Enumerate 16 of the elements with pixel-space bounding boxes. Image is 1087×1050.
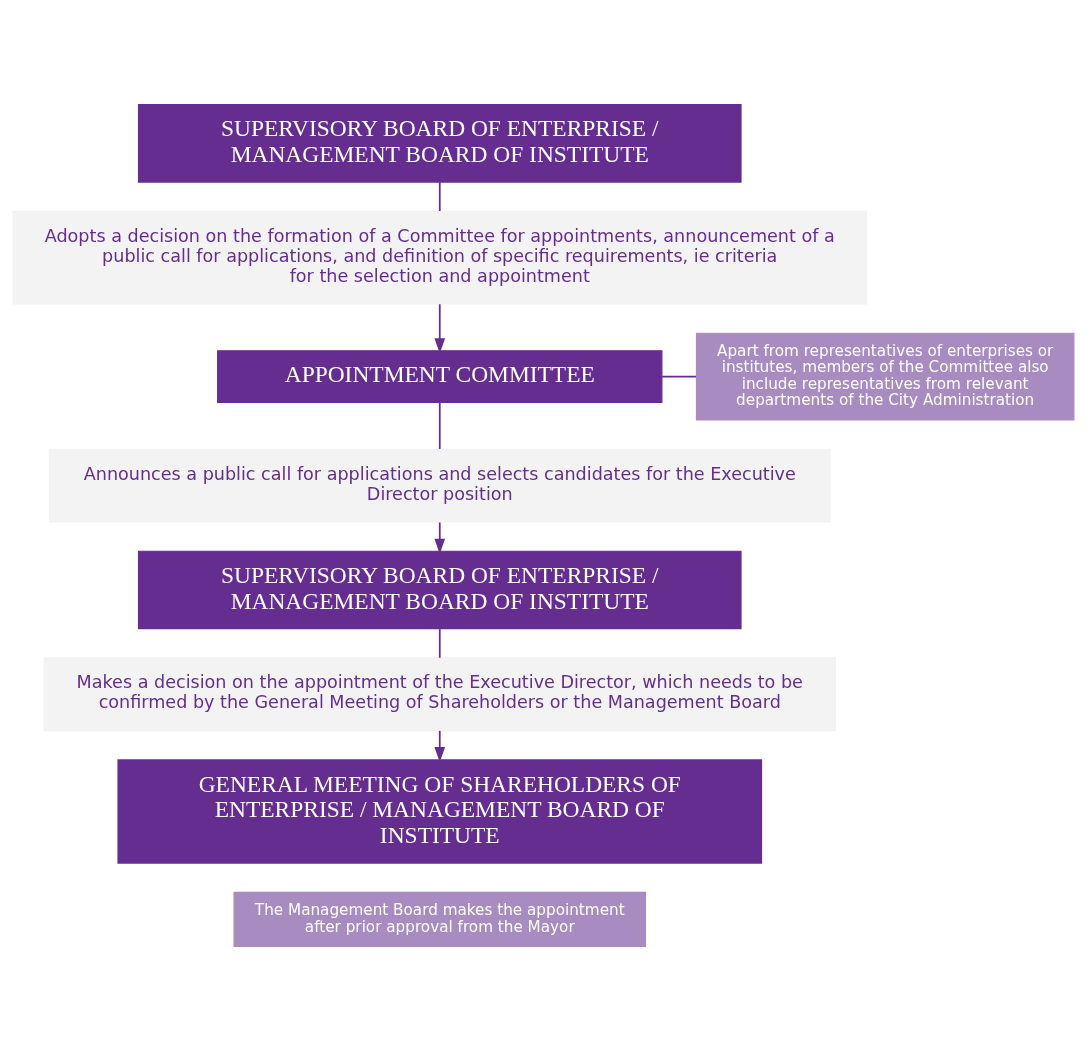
node-box: GENERAL MEETING OF SHAREHOLDERS OF ENTERPRISE / MANAGEMENT BOARD OF INSTITUTE: [117, 758, 763, 864]
node-box: Adopts a decision on the formation of a Committee for appointments, announcement of a public call for applications, and definition of specific requirements, ie criteria for the selection and appointment: [12, 210, 867, 305]
node-box: APPOINTMENT COMMITTEE: [217, 349, 663, 403]
node-box: Apart from representatives of enterprises or institutes, members of the Committee also include representatives from relevant departments of the City Administration: [695, 332, 1075, 421]
connector: [438, 180, 441, 212]
connector: [438, 627, 441, 659]
arrow: [434, 521, 446, 554]
node-box: Announces a public call for applications and selects candidates for the Executive Director position: [48, 448, 831, 523]
node-box: SUPERVISORY BOARD OF ENTERPRISE / MANAGEMENT BOARD OF INSTITUTE: [137, 550, 742, 629]
node-box: SUPERVISORY BOARD OF ENTERPRISE / MANAGEMENT BOARD OF INSTITUTE: [137, 103, 742, 183]
connector: [661, 375, 697, 377]
node-box: The Management Board makes the appointment after prior approval from the Mayor: [233, 891, 647, 947]
arrow: [434, 302, 446, 353]
connector: [438, 401, 441, 450]
arrow: [434, 729, 446, 762]
node-box: Makes a decision on the appointment of the Executive Director, which needs to be confirmed by the General Meeting of Shareholders or the Management Board: [43, 656, 836, 731]
